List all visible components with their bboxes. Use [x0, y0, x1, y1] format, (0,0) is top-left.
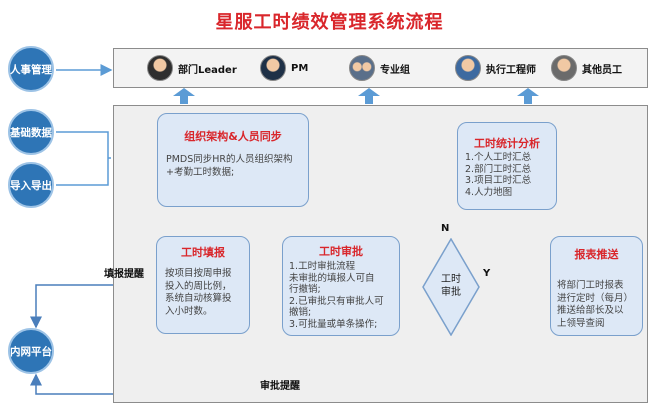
roles-bar: 部门Leader PM 专业组 执行工程师 其他员工 — [113, 48, 648, 88]
stats-box: 工时统计分析 1.个人工时汇总 2.部门工时汇总 3.项目工时汇总 4.人力地图 — [457, 122, 557, 210]
stats-body: 1.个人工时汇总 2.部门工时汇总 3.项目工时汇总 4.人力地图 — [465, 152, 532, 198]
role-other-staff: 其他员工 — [551, 55, 622, 81]
avatar — [551, 55, 577, 81]
up-arrows — [173, 88, 539, 104]
hr-node: 人事管理 — [8, 46, 54, 92]
up-arrow-mid — [358, 88, 380, 104]
avatar — [455, 55, 481, 81]
intranet-node: 内网平台 — [8, 328, 54, 374]
report-title: 报表推送 — [574, 248, 619, 261]
up-arrow-right — [517, 88, 539, 104]
decision-no-label: N — [441, 223, 450, 234]
org-sync-box: 组织架构&人员同步 PMDS同步HR的人员组织架构 +考勤工时数据; — [157, 113, 309, 207]
decision-diamond — [422, 238, 480, 336]
avatar — [349, 55, 375, 81]
diagram-title: 星服工时绩效管理系统流程 — [215, 12, 444, 33]
decision-label: 工时 审批 — [441, 274, 461, 298]
org-sync-title: 组织架构&人员同步 — [184, 130, 282, 143]
approve-remind-label: 审批提醒 — [260, 381, 300, 392]
fill-remind-label: 填报提醒 — [104, 269, 144, 280]
fill-body: 按项目按周申报 投入的周比例， 系统自动核算投 入小时数。 — [165, 268, 232, 317]
avatar — [147, 55, 173, 81]
fill-title: 工时填报 — [181, 246, 225, 259]
avatar — [260, 55, 286, 81]
role-engineer: 执行工程师 — [455, 55, 536, 81]
approve-title: 工时审批 — [319, 245, 363, 258]
up-arrow-left — [173, 88, 195, 104]
role-professional-group: 专业组 — [349, 55, 410, 81]
approve-box: 工时审批 1.工时审批流程 未审批的填报人可自 行撤销; 2.已审批只有审批人可… — [282, 236, 400, 336]
role-pm: PM — [260, 55, 308, 81]
stats-title: 工时统计分析 — [474, 137, 540, 150]
basic-data-node: 基础数据 — [8, 109, 54, 155]
org-sync-body: PMDS同步HR的人员组织架构 +考勤工时数据; — [166, 154, 293, 178]
report-box: 报表推送 将部门工时报表 进行定时（每月） 推送给部长及以 上领导查阅 — [550, 236, 643, 336]
approve-body: 1.工时审批流程 未审批的填报人可自 行撤销; 2.已审批只有审批人可 撤销; … — [289, 261, 384, 330]
role-dept-leader: 部门Leader — [147, 55, 237, 81]
report-body: 将部门工时报表 进行定时（每月） 推送给部长及以 上领导查阅 — [557, 280, 634, 329]
fill-box: 工时填报 按项目按周申报 投入的周比例， 系统自动核算投 入小时数。 — [156, 236, 250, 334]
decision-yes-label: Y — [483, 268, 491, 279]
import-export-node: 导入导出 — [8, 162, 54, 208]
basic-data-connector — [56, 131, 109, 186]
